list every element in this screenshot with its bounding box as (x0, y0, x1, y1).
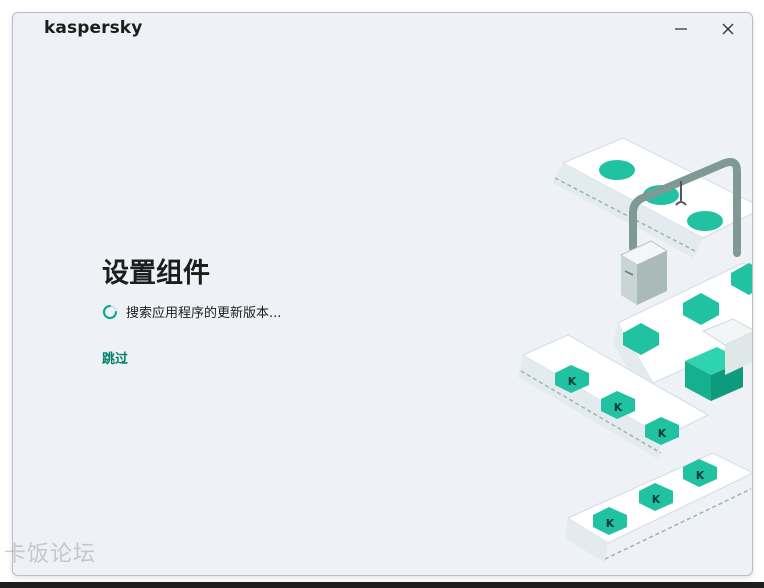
conveyor-middle (613, 262, 752, 403)
conveyor-top (553, 137, 752, 258)
taskbar-edge (0, 582, 764, 588)
page-title: 设置组件 (102, 258, 210, 289)
svg-text:K: K (614, 401, 623, 414)
svg-text:K: K (658, 427, 667, 440)
svg-text:K: K (696, 469, 705, 482)
kaspersky-logo: kaspersky (44, 18, 143, 38)
conveyor-illustration: K K K K K K (518, 137, 752, 563)
loading-spinner-icon (103, 304, 117, 319)
sensor-box (619, 240, 669, 305)
skip-link[interactable]: 跳过 (102, 352, 129, 367)
installer-window: kaspersky 设置组件 搜索应用程序的更新版本... 跳过 (12, 12, 753, 576)
svg-text:K: K (606, 517, 615, 530)
conveyor-bottom: K K K (565, 452, 752, 563)
svg-text:K: K (652, 493, 661, 506)
status-text: 搜索应用程序的更新版本... (126, 306, 282, 321)
svg-text:K: K (568, 375, 577, 388)
status-row: 搜索应用程序的更新版本... (102, 302, 281, 321)
close-icon (722, 23, 734, 35)
minimize-icon (675, 28, 687, 30)
close-button[interactable] (714, 18, 742, 40)
conveyor-lower: K K K (518, 334, 710, 459)
watermark: 卡饭论坛 (4, 542, 97, 567)
title-bar: kaspersky (13, 13, 752, 45)
minimize-button[interactable] (667, 18, 695, 40)
